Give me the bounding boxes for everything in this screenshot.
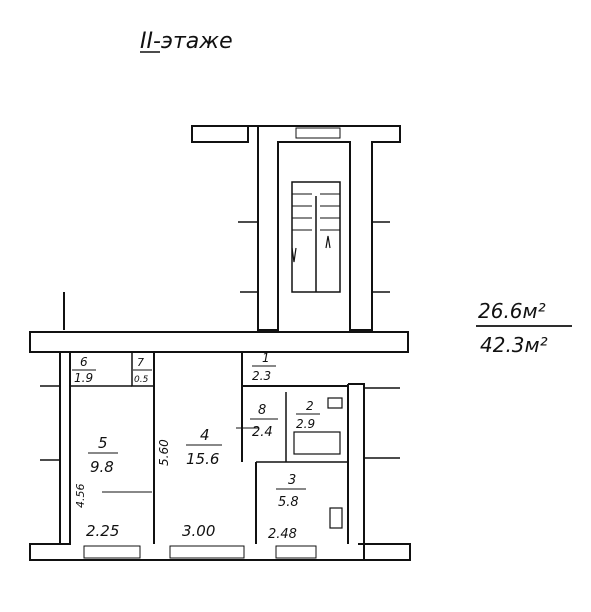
bathtub-icon xyxy=(293,431,341,455)
room-4-label: 4 15.6 xyxy=(186,426,222,468)
window-room3 xyxy=(275,545,317,559)
apartment-walls xyxy=(29,292,411,561)
room-number: 5 xyxy=(98,434,108,452)
stair-arrow-down-icon xyxy=(291,247,297,263)
room-area: 1.9 xyxy=(74,371,93,385)
room-6-label: 6 1.9 xyxy=(72,355,96,385)
room-area: 2.3 xyxy=(252,369,271,383)
stair-window-top xyxy=(295,127,341,139)
bottom-wall xyxy=(29,543,411,561)
room-3-label: 3 5.8 xyxy=(276,473,306,510)
sink-icon xyxy=(327,397,343,409)
room-number: 2 xyxy=(306,399,314,413)
window-room4 xyxy=(169,545,245,559)
room-area: 0.5 xyxy=(134,375,149,385)
room-number: 1 xyxy=(262,351,270,365)
dimension-room3-width: 2.48 xyxy=(268,527,297,542)
room-number: 8 xyxy=(258,403,266,418)
room-labels: 1 2.3 2 2.9 3 5.8 4 15.6 5 9.8 6 1.9 xyxy=(72,351,320,510)
total-area: 42.3м² xyxy=(480,333,548,357)
room-1-label: 1 2.3 xyxy=(252,351,276,383)
corridor-wall xyxy=(29,331,409,353)
stairwell-walls xyxy=(191,125,401,331)
room-area: 15.6 xyxy=(186,450,219,468)
room-area: 2.9 xyxy=(296,417,315,431)
dimension-labels: 2.25 3.00 2.48 4.56 5.60 xyxy=(74,439,297,542)
stove-icon xyxy=(329,507,343,529)
room-7-label: 7 0.5 xyxy=(133,356,152,385)
stair-arrow-up-icon xyxy=(325,235,331,249)
dimension-room5-width: 2.25 xyxy=(86,522,119,540)
left-wall xyxy=(59,351,71,545)
living-area: 26.6м² xyxy=(478,299,546,323)
room-number: 3 xyxy=(288,473,296,488)
partitions xyxy=(70,351,349,544)
room-5-label: 5 9.8 xyxy=(88,434,118,476)
floor-title: II-этаже xyxy=(140,29,233,54)
closet-7 xyxy=(131,351,155,387)
dimension-room4-width: 3.00 xyxy=(182,522,215,540)
window-room5 xyxy=(83,545,141,559)
room-area: 5.8 xyxy=(278,495,299,510)
dimension-room4-height: 5.60 xyxy=(157,439,171,466)
area-summary: 26.6м² 42.3м² xyxy=(476,299,572,357)
right-wall xyxy=(348,383,365,560)
room-area: 2.4 xyxy=(252,425,273,440)
room-number: 6 xyxy=(80,355,88,369)
room-8-label: 8 2.4 xyxy=(250,403,278,440)
room-number: 7 xyxy=(137,356,144,369)
room-number: 4 xyxy=(200,426,210,444)
room-area: 9.8 xyxy=(90,458,114,476)
dimension-room5-height: 4.56 xyxy=(74,484,87,509)
stairwell xyxy=(191,125,401,331)
room-2-label: 2 2.9 xyxy=(296,399,320,431)
